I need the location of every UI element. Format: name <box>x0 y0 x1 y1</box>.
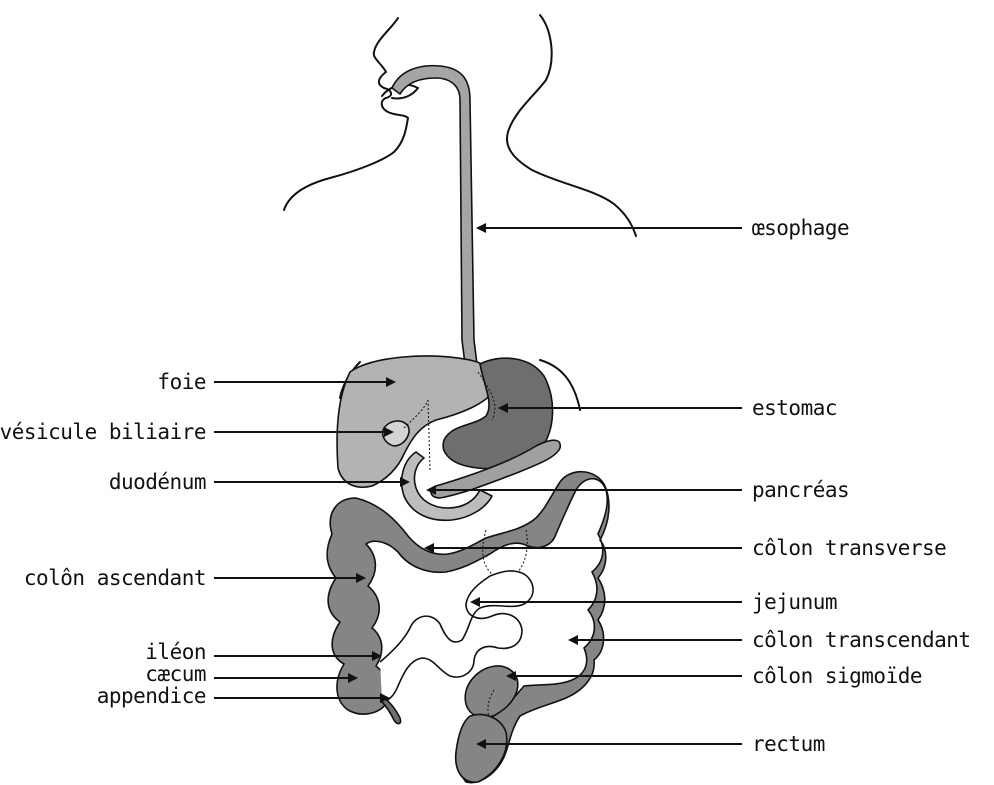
label-colon-transverse: côlon transverse <box>752 536 946 560</box>
label-pancreas: pancréas <box>752 478 849 502</box>
label-colon-transcendant: côlon transcendant <box>752 628 971 652</box>
label-ileon: iléon <box>145 640 206 664</box>
label-foie: foie <box>157 370 206 394</box>
esophagus <box>392 66 478 372</box>
face-profile <box>284 18 408 210</box>
labels-right: œsophage estomac pancréas côlon transver… <box>752 216 971 756</box>
label-vesicule-biliaire: vésicule biliaire <box>0 420 206 444</box>
appendix <box>382 698 401 724</box>
label-duodenum: duodénum <box>109 470 206 494</box>
label-estomac: estomac <box>752 396 837 420</box>
label-colon-sigmoide: côlon sigmoïde <box>752 664 922 688</box>
arrowhead-colon-transcendant <box>568 635 578 645</box>
label-oesophage: œsophage <box>752 216 849 240</box>
rectum <box>456 715 507 783</box>
labels-left: foie vésicule biliaire duodénum colôn as… <box>0 370 206 708</box>
label-appendice: appendice <box>97 684 206 708</box>
neck-right <box>507 15 636 236</box>
arrowhead-oesophage <box>476 223 486 233</box>
label-jejunum: jejunum <box>752 590 837 614</box>
label-colon-ascendant: colôn ascendant <box>24 566 206 590</box>
esophagus-tube <box>392 66 478 372</box>
label-rectum: rectum <box>752 732 825 756</box>
label-caecum: cæcum <box>145 662 206 686</box>
